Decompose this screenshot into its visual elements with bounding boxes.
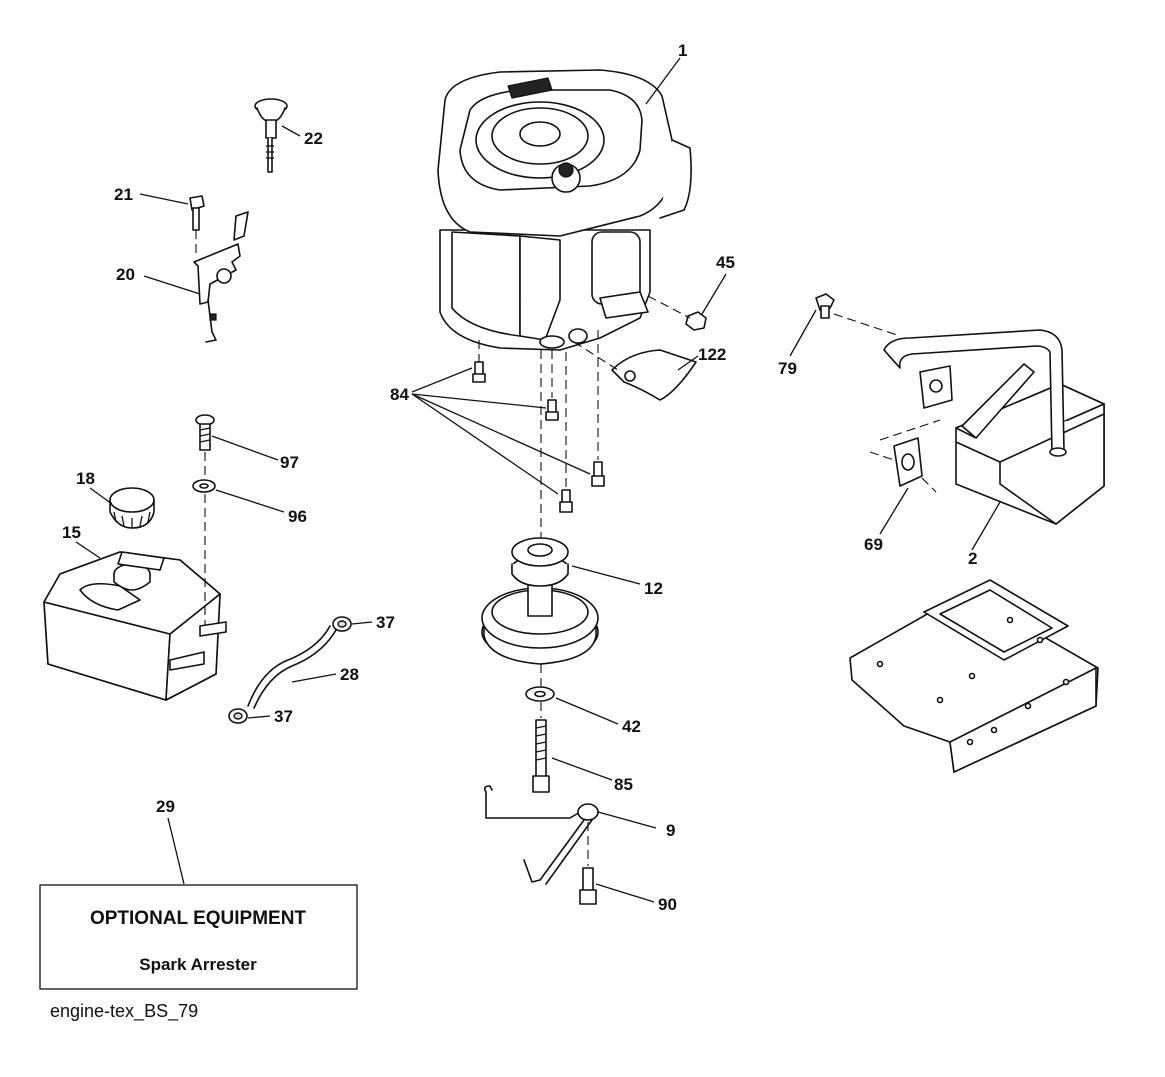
- tank-screw: [195, 414, 215, 451]
- pulley-washer: [525, 686, 555, 702]
- callout-90: 90: [658, 895, 677, 914]
- callout-79: 79: [778, 359, 797, 378]
- choke-knob: [254, 98, 288, 173]
- engine-mount-plate: [849, 579, 1099, 773]
- optional-equipment-item: Spark Arrester: [139, 955, 257, 974]
- heat-shield: [573, 341, 697, 401]
- muffler: [883, 329, 1105, 525]
- callout-1: 1: [678, 41, 687, 60]
- callout-29: 29: [156, 797, 175, 816]
- brake-rod: [483, 785, 599, 885]
- throttle-control: [193, 211, 249, 343]
- engine: [437, 69, 692, 351]
- exhaust-gasket: [869, 437, 937, 493]
- callout-37-bottom: 37: [274, 707, 293, 726]
- pulley-bolt: [532, 702, 550, 793]
- callout-labels: 1 22 21 20 45 122 84 79 97 96 18 15 12 3…: [62, 41, 977, 914]
- callout-2: 2: [968, 549, 977, 568]
- leader-lines: [75, 57, 1001, 903]
- muffler-bolt: [815, 293, 901, 337]
- callout-69: 69: [864, 535, 883, 554]
- fuel-tank: [43, 551, 227, 701]
- fuel-line-clamp-bottom: [228, 708, 248, 724]
- optional-equipment-title: OPTIONAL EQUIPMENT: [90, 908, 306, 929]
- engine-bolts: [472, 330, 605, 513]
- callout-37-top: 37: [376, 613, 395, 632]
- callout-97: 97: [280, 453, 299, 472]
- throttle-screw: [189, 195, 205, 258]
- exhaust-alignment: [879, 419, 941, 441]
- callout-18: 18: [76, 469, 95, 488]
- fuel-cap: [109, 487, 155, 529]
- callout-15: 15: [62, 523, 81, 542]
- callout-22: 22: [304, 129, 323, 148]
- brake-rod-bolt: [579, 822, 597, 905]
- callout-85: 85: [614, 775, 633, 794]
- callout-42: 42: [622, 717, 641, 736]
- callout-84: 84: [390, 385, 409, 404]
- fuel-line-clamp-top: [332, 616, 352, 632]
- callout-28: 28: [340, 665, 359, 684]
- callout-9: 9: [666, 821, 675, 840]
- drawing-id: engine-tex_BS_79: [50, 1001, 198, 1022]
- tank-washer: [192, 479, 216, 493]
- callout-96: 96: [288, 507, 307, 526]
- optional-equipment-box: OPTIONAL EQUIPMENT Spark Arrester: [39, 884, 358, 990]
- engine-nut: [647, 295, 707, 331]
- engine-pulley: [481, 537, 599, 665]
- grille: [507, 77, 553, 99]
- fuel-line: [247, 625, 337, 709]
- callout-21: 21: [114, 185, 133, 204]
- callout-12: 12: [644, 579, 663, 598]
- callout-45: 45: [716, 253, 735, 272]
- callout-20: 20: [116, 265, 135, 284]
- callout-122: 122: [698, 345, 726, 364]
